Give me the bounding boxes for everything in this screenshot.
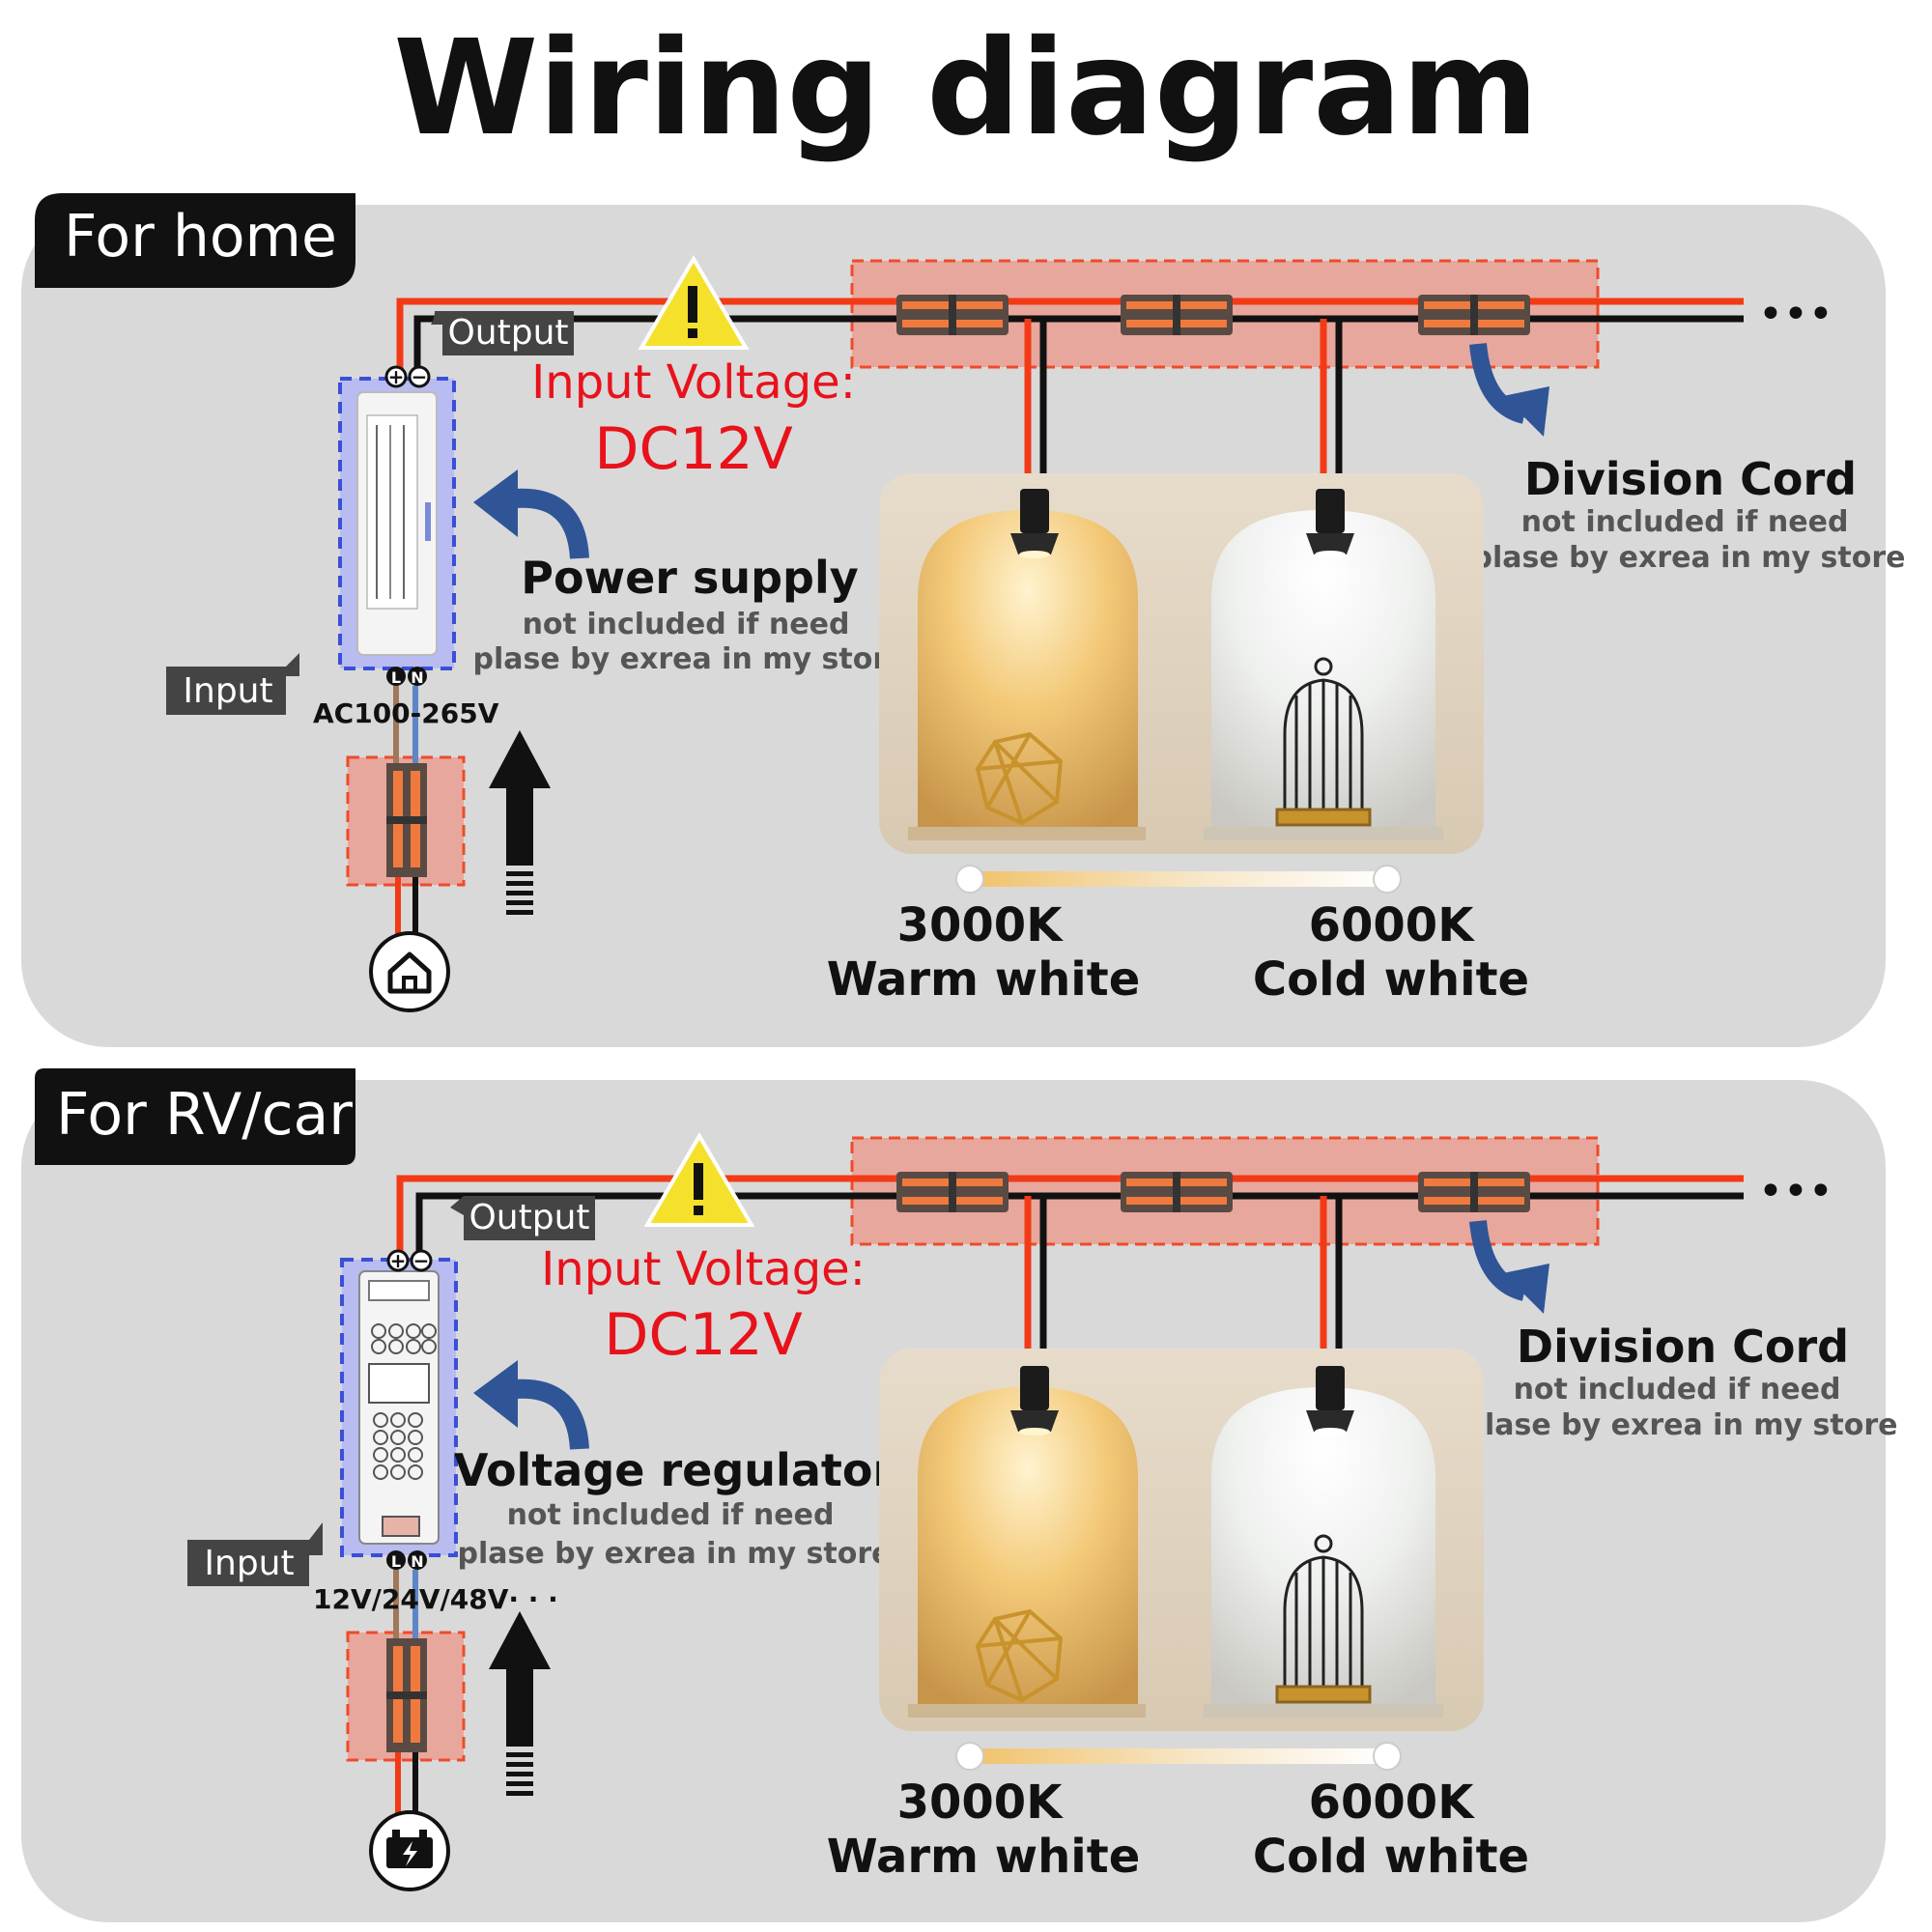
device-name: Voltage regulator — [454, 1444, 895, 1496]
input-voltage-value: DC12V — [604, 1301, 803, 1369]
voltage-regulator-device — [358, 1270, 440, 1545]
niche-scene-image — [879, 473, 1484, 854]
geometric-lamp-decor — [975, 1608, 1064, 1703]
output-label-bg — [431, 311, 574, 355]
svg-text:L: L — [391, 1552, 401, 1571]
svg-text:+: + — [388, 365, 405, 388]
wire-connector — [1121, 1172, 1233, 1212]
spotlight-warm — [1010, 489, 1059, 558]
source-rating: AC100-265V — [313, 697, 499, 729]
curved-arrow-icon — [473, 1360, 589, 1450]
wire-connector — [1418, 1172, 1530, 1212]
color-temperature-bar — [970, 871, 1387, 887]
input-label: Input — [183, 671, 272, 711]
input-connector — [386, 1638, 427, 1752]
source-rating: 12V/24V/48V· · · — [313, 1583, 558, 1615]
niche-scene-image — [879, 1349, 1484, 1731]
battery-icon — [369, 1810, 450, 1891]
geometric-lamp-decor — [975, 731, 1064, 826]
black-wire-main — [415, 1192, 1744, 1260]
device-note-line-2: plase by exrea in my store — [458, 1537, 892, 1571]
more-indicator: ••• — [1758, 290, 1833, 339]
cold-marker — [1373, 865, 1402, 894]
panel-tab — [35, 193, 355, 288]
division-note-line-1: not included if need — [1514, 1373, 1841, 1406]
warm-kelvin: 3000K — [897, 898, 1065, 952]
wire-connector — [896, 295, 1009, 335]
warm-marker — [955, 865, 984, 894]
spotlight-warm — [1010, 1366, 1059, 1435]
spotlight-cold — [1306, 489, 1354, 558]
wire-connector — [896, 1172, 1009, 1212]
output-terminals: + − — [384, 365, 431, 388]
panel-tab — [35, 1068, 355, 1165]
svg-text:+: + — [390, 1249, 407, 1272]
device-name: Power supply — [521, 552, 858, 604]
red-wire-main — [396, 298, 1744, 379]
division-arrow-icon — [1469, 1220, 1549, 1314]
output-terminals: + − — [386, 1249, 433, 1272]
cold-kelvin: 6000K — [1309, 1776, 1476, 1830]
device-note-line-1: not included if need — [523, 608, 850, 641]
panel-tab-label: For RV/car — [56, 1081, 353, 1149]
division-note-line-1: not included if need — [1521, 505, 1849, 539]
input-label-bg — [187, 1522, 323, 1586]
svg-text:−: − — [412, 365, 428, 388]
svg-text:L: L — [391, 668, 401, 687]
division-note-line-2: plase by exrea in my store — [1464, 1408, 1898, 1442]
input-label-bg — [166, 653, 299, 715]
warm-name: Warm white — [827, 1830, 1141, 1884]
input-voltage-value: DC12V — [594, 415, 793, 483]
device-note-line-2: plase by exrea in my store — [473, 642, 907, 676]
up-arrow-icon — [489, 730, 551, 915]
spotlight-cold — [1306, 1366, 1354, 1435]
cold-name: Cold white — [1253, 1830, 1529, 1884]
black-wire-main — [413, 315, 1744, 379]
division-arrow-icon — [1469, 343, 1549, 437]
cold-kelvin: 6000K — [1309, 898, 1476, 952]
warm-name: Warm white — [827, 952, 1141, 1007]
division-note-line-2: plase by exrea in my store — [1472, 541, 1906, 575]
cold-marker — [1373, 1742, 1402, 1771]
color-temperature-bar — [970, 1748, 1387, 1764]
division-cord-title: Division Cord — [1517, 1321, 1849, 1373]
input-terminals: L N — [386, 1550, 427, 1571]
output-label-bg — [450, 1196, 595, 1240]
warm-marker — [955, 1742, 984, 1771]
input-terminals: L N — [386, 667, 427, 687]
more-indicator: ••• — [1758, 1167, 1833, 1216]
red-wire-main — [396, 1175, 1744, 1260]
output-label: Output — [469, 1198, 589, 1237]
svg-text:N: N — [411, 668, 423, 687]
input-voltage-label: Input Voltage: — [541, 1242, 866, 1296]
up-arrow-icon — [489, 1611, 551, 1796]
panel-home: For home ••• — [21, 193, 1905, 1047]
warning-icon — [643, 1132, 755, 1227]
panel-tab-label: For home — [64, 203, 337, 270]
warning-icon — [638, 255, 750, 350]
curved-arrow-icon — [473, 469, 589, 559]
input-connector — [386, 763, 427, 877]
page-title: Wiring diagram — [393, 13, 1538, 165]
house-icon — [369, 931, 450, 1012]
birdcage-decor — [1275, 1534, 1372, 1704]
input-label: Input — [204, 1544, 294, 1583]
svg-text:N: N — [411, 1552, 423, 1571]
input-voltage-label: Input Voltage: — [531, 355, 856, 410]
wire-connector — [1121, 295, 1233, 335]
power-supply-device — [356, 391, 438, 656]
cold-name: Cold white — [1253, 952, 1529, 1007]
svg-text:−: − — [413, 1249, 430, 1272]
device-note-line-1: not included if need — [507, 1498, 835, 1532]
output-label: Output — [447, 313, 568, 353]
panel-rv-car: For RV/car ••• O — [21, 1068, 1897, 1922]
warm-kelvin: 3000K — [897, 1776, 1065, 1830]
wire-connector — [1418, 295, 1530, 335]
birdcage-decor — [1275, 657, 1372, 827]
division-cord-title: Division Cord — [1524, 453, 1857, 505]
